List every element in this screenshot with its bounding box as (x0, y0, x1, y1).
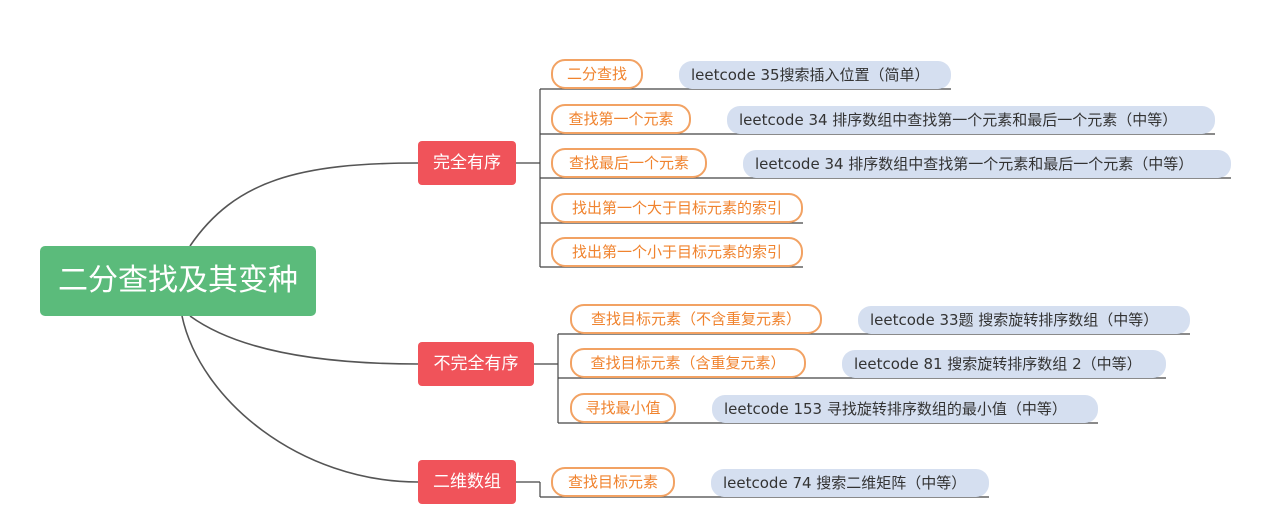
note-leetcode-74: leetcode 74 搜索二维矩阵（中等） (711, 469, 989, 497)
note-leetcode-35: leetcode 35搜索插入位置（简单） (679, 61, 951, 89)
note-leetcode-81: leetcode 81 搜索旋转排序数组 2（中等） (842, 350, 1166, 378)
leaf-find-target-no-dup[interactable]: 查找目标元素（不含重复元素） (570, 304, 822, 334)
note-leetcode-153: leetcode 153 寻找旋转排序数组的最小值（中等） (712, 395, 1098, 423)
leaf-first-smaller-index[interactable]: 找出第一个小于目标元素的索引 (551, 237, 803, 267)
note-leetcode-33: leetcode 33题 搜索旋转排序数组（中等） (858, 306, 1190, 334)
branch-fully-sorted[interactable]: 完全有序 (418, 141, 516, 185)
branch-partially-sorted[interactable]: 不完全有序 (418, 342, 534, 386)
note-leetcode-34-b: leetcode 34 排序数组中查找第一个元素和最后一个元素（中等） (743, 150, 1231, 178)
connector-root-branch-1 (189, 315, 419, 365)
note-leetcode-34-a: leetcode 34 排序数组中查找第一个元素和最后一个元素（中等） (727, 106, 1215, 134)
leaf-find-target-2d[interactable]: 查找目标元素 (551, 467, 675, 497)
leaf-find-last[interactable]: 查找最后一个元素 (551, 148, 707, 178)
connector-root-branch-2 (181, 315, 419, 483)
connector-root-branch-0 (189, 162, 419, 247)
leaf-find-first[interactable]: 查找第一个元素 (551, 104, 691, 134)
leaf-find-minimum[interactable]: 寻找最小值 (570, 393, 676, 423)
leaf-find-target-with-dup[interactable]: 查找目标元素（含重复元素） (570, 348, 806, 378)
leaf-first-greater-index[interactable]: 找出第一个大于目标元素的索引 (551, 193, 803, 223)
branch-2d-array[interactable]: 二维数组 (418, 460, 516, 504)
leaf-binary-search[interactable]: 二分查找 (551, 59, 643, 89)
root-topic[interactable]: 二分查找及其变种 (40, 246, 316, 316)
